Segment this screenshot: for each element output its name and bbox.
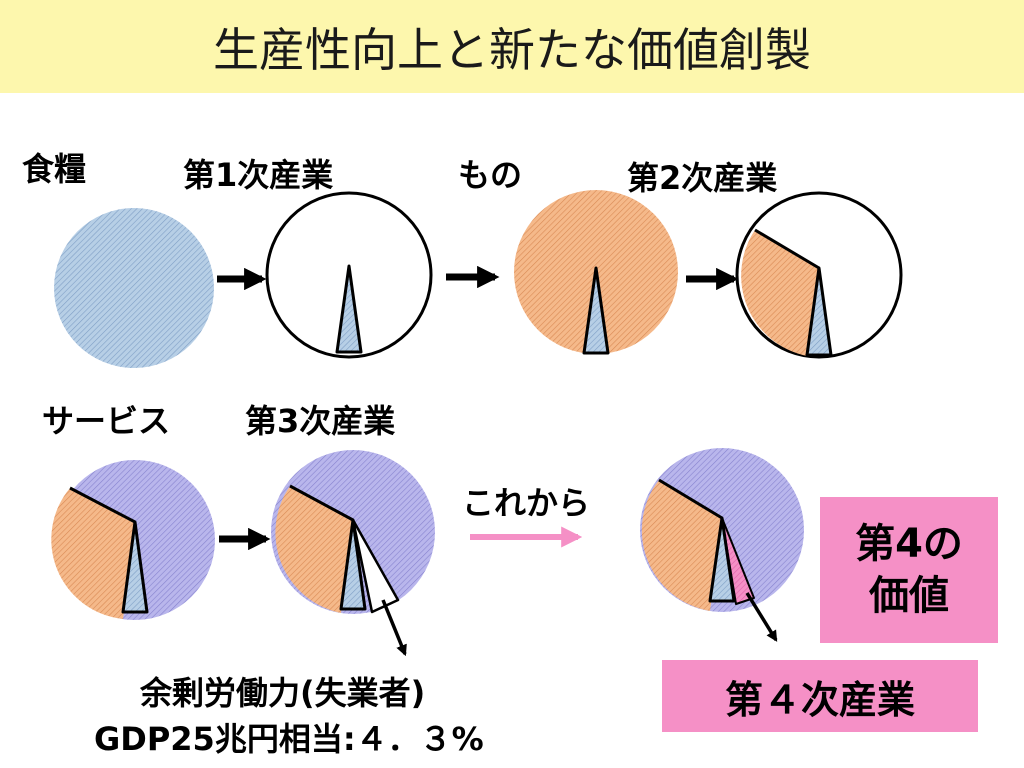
label-food: 食糧: [22, 150, 87, 188]
pie-food-only: [54, 208, 214, 368]
pie-future-food-wedge: [708, 516, 736, 603]
quaternary-industry-box: 第４次産業: [662, 660, 978, 732]
label-gdp-equivalent: GDP25兆円相当:４．３%: [94, 720, 484, 758]
label-surplus-labor: 余剰労働力(失業者): [140, 674, 426, 712]
pie-goods-food-wedge: [582, 266, 610, 355]
pie-tertiary-goods-sector: [275, 486, 353, 613]
label-tertiary-industry: 第3次産業: [245, 402, 396, 440]
label-service: サービス: [42, 402, 171, 440]
label-secondary-industry: 第2次産業: [627, 159, 778, 197]
pie-future-sector-line: [658, 478, 723, 520]
pie-future-goods-sector: [641, 480, 722, 611]
title-band: [0, 0, 1024, 93]
pie-primary-food-wedge: [335, 264, 363, 354]
pie-secondary-food-wedge: [805, 266, 833, 357]
pie-secondary-goods-sector: [741, 230, 819, 356]
fourth-value-line1: 第4の: [855, 521, 963, 567]
pie-tertiary-sector-line: [289, 484, 354, 522]
pointer-surplus-labor: [381, 599, 407, 657]
pie-service-food-wedge: [121, 520, 149, 614]
pie-service-sector-line: [69, 486, 136, 524]
pie-secondary-sector-line: [754, 228, 820, 270]
label-goods: もの: [458, 156, 523, 194]
pointer-quaternary-industry: [745, 592, 778, 642]
label-primary-industry: 第1次産業: [183, 156, 334, 194]
page-title: 生産性向上と新たな価値創製: [213, 23, 811, 77]
fourth-value-box: 第4の 価値: [820, 497, 998, 643]
label-from-now: これから: [462, 484, 591, 522]
pie-tertiary-food-wedge: [339, 518, 367, 611]
fourth-value-line2: 価値: [869, 573, 949, 619]
pie-service-goods-sector: [51, 488, 135, 619]
